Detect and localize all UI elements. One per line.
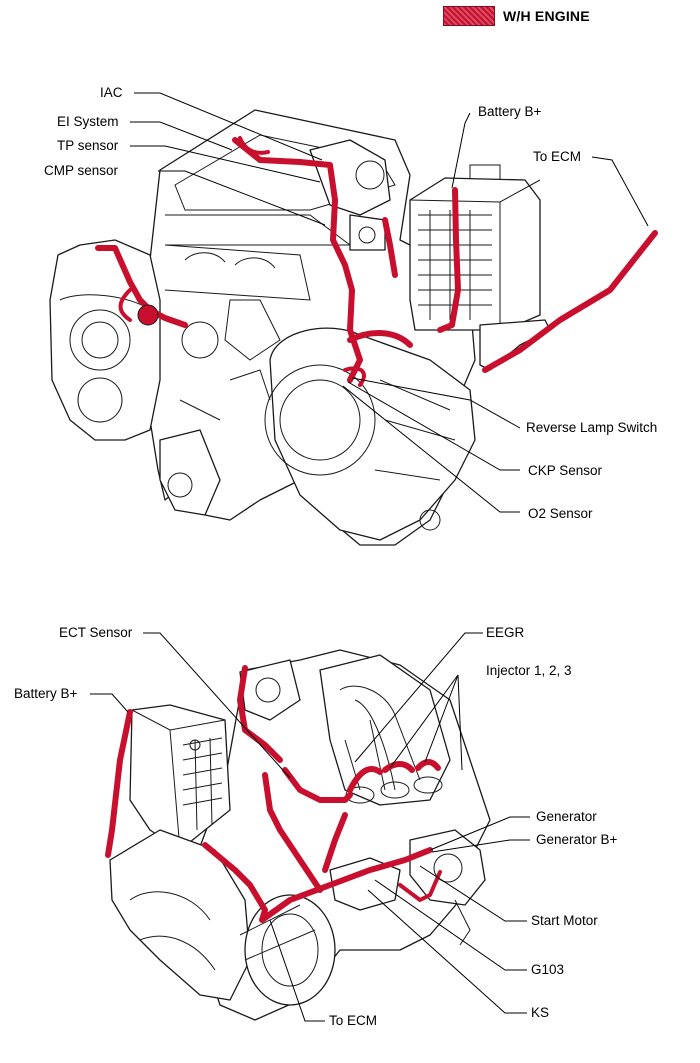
label-ect-sensor: ECT Sensor (59, 625, 133, 640)
label-cmp-sensor: CMP sensor (44, 163, 119, 178)
bottom-leader-lines (90, 632, 530, 1022)
label-tp-sensor: TP sensor (57, 138, 119, 153)
label-reverse-lamp-switch: Reverse Lamp Switch (526, 420, 658, 435)
top-leader-lines (130, 92, 649, 513)
legend-label: W/H ENGINE (503, 8, 590, 24)
label-o2-sensor: O2 Sensor (528, 506, 593, 521)
label-ks: KS (531, 1005, 550, 1020)
top-engine (49, 109, 658, 546)
label-battery-bottom: Battery B+ (14, 686, 78, 701)
label-to-ecm-top: To ECM (533, 149, 582, 164)
label-generator: Generator (536, 809, 597, 824)
label-injectors: Injector 1, 2, 3 (486, 663, 572, 678)
label-g103: G103 (531, 962, 565, 977)
label-ckp-sensor: CKP Sensor (528, 463, 603, 478)
legend-swatch (443, 6, 495, 26)
label-iac: IAC (100, 85, 123, 100)
label-generator-b: Generator B+ (536, 832, 618, 847)
legend: W/H ENGINE (443, 6, 590, 26)
label-battery-top: Battery B+ (478, 104, 542, 119)
label-eegr: EEGR (486, 625, 525, 640)
label-ei-system: EI System (57, 114, 119, 129)
label-to-ecm-bottom: To ECM (329, 1013, 378, 1028)
label-start-motor: Start Motor (531, 913, 598, 928)
bottom-engine (105, 649, 491, 1021)
